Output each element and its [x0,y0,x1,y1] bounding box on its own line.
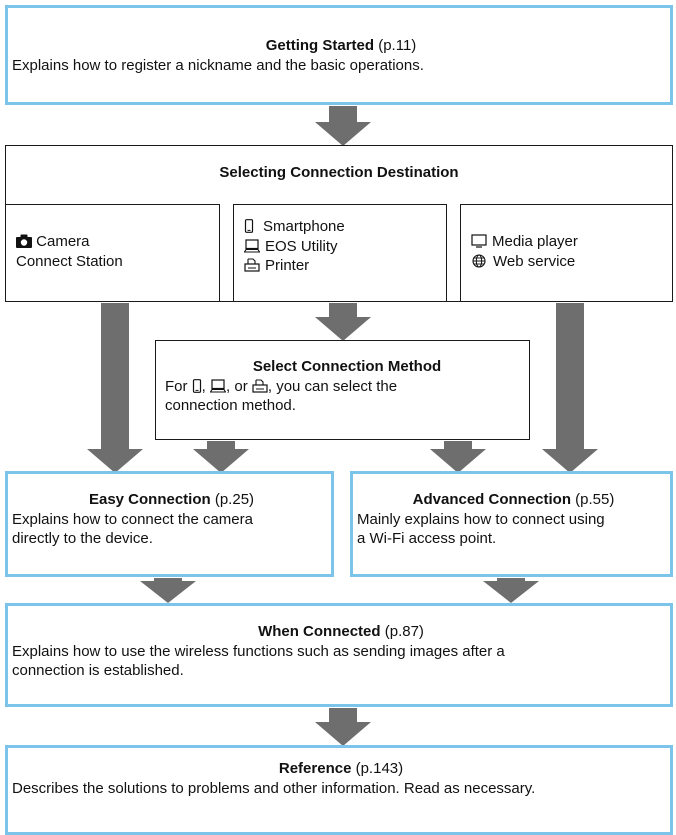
device-item-printer: Printer [244,256,446,276]
select-method-desc-line2: connection method. [165,397,296,414]
media-label: Web service [493,252,576,270]
advanced-connection-title: Advanced Connection [412,491,571,508]
device-item-smartphone: Smartphone [244,217,446,237]
reference-box: Reference (p.143) Describes the solution… [5,745,673,835]
computer-icon [244,239,260,253]
flow-arrow [140,578,196,604]
selecting-destination-title: Selecting Connection Destination [219,164,459,181]
reference-page-ref: (p.143) [355,760,404,777]
flow-arrow [315,708,371,746]
camera-station-line1: Camera [36,233,90,250]
select-method-box: Select Connection Method For , , or , yo… [155,340,530,440]
easy-connection-title: Easy Connection [88,491,211,508]
device-label: Printer [265,257,310,274]
method-desc-prefix: For [165,377,188,395]
when-connected-title: When Connected [258,623,381,640]
easy-connection-desc-line2: directly to the device. [12,530,153,547]
computer-icon [210,379,226,393]
device-label: Smartphone [263,218,345,235]
smartphone-icon [192,379,202,393]
globe-icon [472,254,486,268]
flow-arrow [542,303,598,473]
devices-box: Smartphone EOS Utility Printer [233,204,447,302]
camera-station-line2: Connect Station [16,252,123,270]
advanced-connection-desc-line2: a Wi-Fi access point. [357,530,497,547]
when-connected-heading: When Connected (p.87) [12,622,670,642]
getting-started-box: Getting Started (p.11) Explains how to r… [5,5,673,105]
camera-icon [16,234,32,248]
method-desc-suffix: , you can select the [267,377,398,395]
reference-heading: Reference (p.143) [12,759,670,779]
media-box: Media player Web service [460,204,673,302]
tv-icon [471,234,487,248]
printer-icon [252,379,268,393]
reference-title: Reference [278,760,352,777]
media-label: Media player [492,233,578,250]
flow-arrow [315,106,371,146]
easy-connection-heading: Easy Connection (p.25) [12,490,331,510]
select-method-desc-line1: For , , or , you can select the [165,377,529,397]
when-connected-desc-line2: connection is established. [12,662,184,679]
advanced-connection-heading: Advanced Connection (p.55) [357,490,670,510]
getting-started-page-ref: (p.11) [378,37,417,54]
getting-started-desc: Explains how to register a nickname and … [12,56,424,74]
device-label: EOS Utility [265,237,338,255]
when-connected-box: When Connected (p.87) Explains how to us… [5,603,673,707]
smartphone-icon [244,219,254,233]
when-connected-page-ref: (p.87) [384,623,424,640]
advanced-connection-box: Advanced Connection (p.55) Mainly explai… [350,471,673,577]
easy-connection-desc-line1: Explains how to connect the camera [12,510,253,528]
flow-arrow [315,303,371,341]
advanced-connection-page-ref: (p.55) [575,491,615,508]
getting-started-heading: Getting Started (p.11) [12,36,670,56]
reference-desc: Describes the solutions to problems and … [12,779,536,797]
flow-arrow [430,441,486,473]
when-connected-desc-line1: Explains how to use the wireless functio… [12,642,505,660]
media-item-web: Web service [471,252,672,272]
easy-connection-page-ref: (p.25) [214,491,255,508]
printer-icon [244,258,260,272]
flow-arrow [87,303,143,473]
media-item-player: Media player [471,232,672,252]
advanced-connection-desc-line1: Mainly explains how to connect using [357,510,605,528]
getting-started-title: Getting Started [265,37,375,54]
method-desc-separator: , or [226,377,248,395]
flow-arrow [483,578,539,604]
camera-connect-station-box: Camera Connect Station [5,204,220,302]
select-method-title: Select Connection Method [252,358,442,375]
easy-connection-box: Easy Connection (p.25) Explains how to c… [5,471,334,577]
flow-arrow [193,441,249,473]
method-desc-separator: , [201,377,206,395]
device-item-eos-utility: EOS Utility [244,237,446,257]
